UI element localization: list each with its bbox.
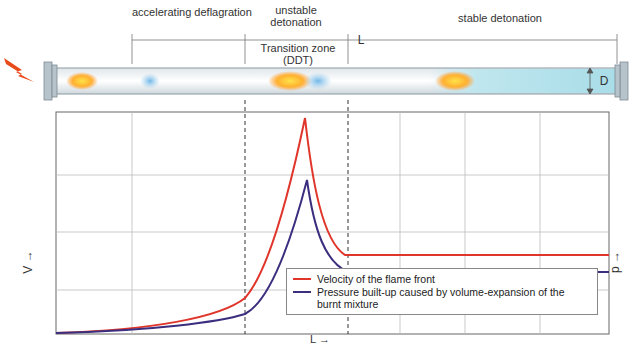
zone-label: D [596,75,612,87]
axis-label: V → [22,240,34,284]
diameter-dimension [587,68,593,94]
zone-label: unstable detonation [250,4,342,28]
legend-box: Velocity of the flame frontPressure buil… [286,268,598,315]
legend-text: Velocity of the flame front [317,273,435,285]
legend-line-sample [293,275,311,283]
tube [56,68,616,94]
zone-label: accelerating deflagration [132,6,245,18]
zone-label: L [353,34,369,46]
flame-blobs [66,71,475,91]
legend-item: Pressure built-up caused by volume-expan… [293,286,591,310]
legend-text: Pressure built-up caused by volume-expan… [317,286,591,310]
zone-label: L → [298,333,342,345]
velocity-curve [56,118,609,333]
ignition-spark [4,58,34,82]
chart-grid [56,112,609,334]
legend-item: Velocity of the flame front [293,273,591,285]
legend-line-sample [293,288,311,296]
axis-label: p → [609,240,621,284]
zone-label: stable detonation [440,12,560,24]
dimension-lines [132,34,617,64]
zone-label: Transition zone (DDT) [250,42,346,66]
stable-zone-fill [430,69,616,93]
chart-frame [56,112,609,334]
flanges [44,62,628,100]
pressure-curve [56,180,609,333]
